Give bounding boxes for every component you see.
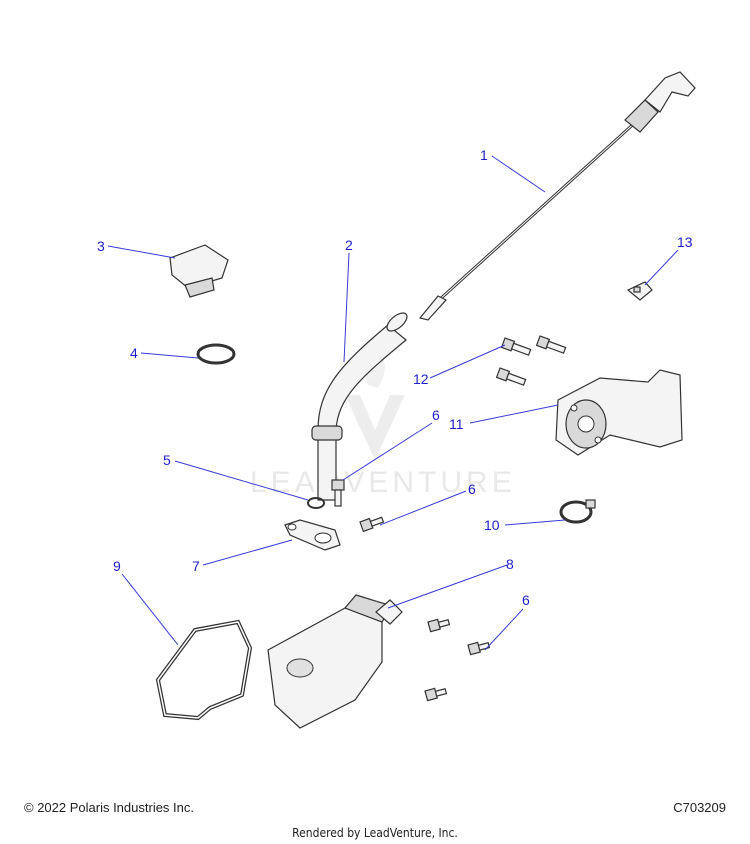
- callout-12: 12: [413, 371, 429, 387]
- part-bolt: [359, 516, 385, 533]
- callout-10: 10: [484, 517, 500, 533]
- callout-11: 11: [449, 416, 464, 432]
- callout-3: 3: [97, 238, 105, 254]
- watermark-text: LEADVENTURE: [250, 466, 516, 499]
- part-dipstick-tube: [311, 312, 408, 501]
- part-bolt: [427, 618, 451, 633]
- callout-1: 1: [480, 147, 488, 163]
- watermark: LEADVENTURE: [250, 345, 516, 499]
- part-gasket-small: [284, 519, 341, 551]
- leader-lines: [107, 155, 679, 651]
- copyright-text: © 2022 Polaris Industries Inc.: [24, 800, 194, 815]
- callout-6c: 6: [522, 592, 530, 608]
- part-housing: [267, 594, 403, 729]
- part-bolt: [424, 687, 448, 702]
- part-dipstick: [418, 71, 696, 321]
- part-o-ring-large: [196, 343, 236, 365]
- part-bolt: [331, 479, 345, 507]
- callout-13: 13: [677, 234, 693, 250]
- rendered-by-text: Rendered by LeadVenture, Inc.: [292, 826, 458, 840]
- callout-7: 7: [192, 558, 200, 574]
- callout-2: 2: [345, 237, 353, 253]
- part-clip: [626, 281, 653, 301]
- part-hose-clamp: [559, 499, 596, 524]
- part-bolt: [467, 641, 491, 656]
- part-bolt-long: [535, 335, 567, 354]
- callout-5: 5: [163, 452, 171, 468]
- callout-9: 9: [113, 558, 121, 574]
- diagram-id: C703209: [673, 800, 726, 815]
- callout-6a: 6: [432, 407, 440, 423]
- callout-8: 8: [506, 556, 514, 572]
- callouts: 1 2 3 4 5 6 6 7 8 9 10 11 12 13 6: [97, 147, 693, 608]
- part-o-ring-small: [307, 497, 325, 509]
- part-cover-gasket: [155, 619, 253, 721]
- part-filler-adapter: [555, 369, 683, 456]
- callout-4: 4: [130, 345, 138, 361]
- part-bolt-long: [495, 367, 527, 386]
- part-oil-cap: [169, 244, 229, 298]
- part-bolt-long: [500, 337, 532, 356]
- callout-6b: 6: [468, 481, 476, 497]
